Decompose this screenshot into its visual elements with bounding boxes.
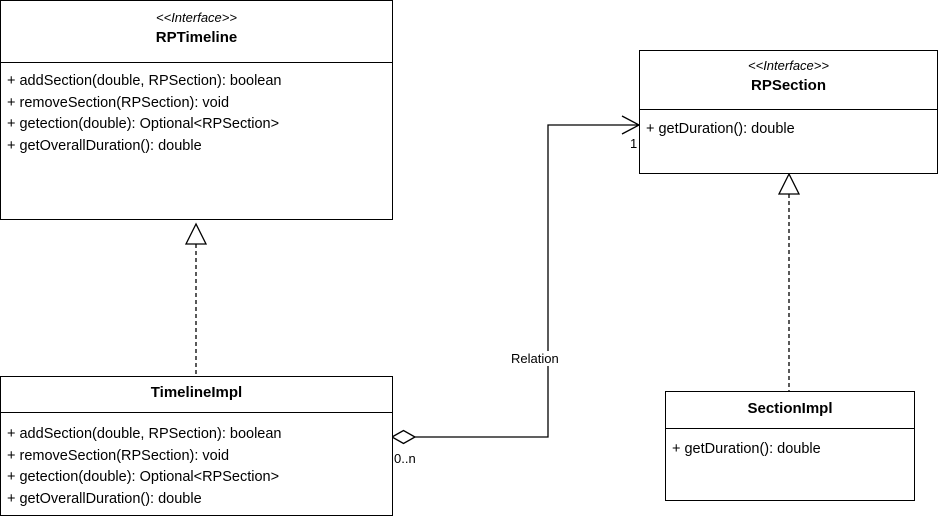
rp-timeline-method: + getOverallDuration(): double xyxy=(7,137,202,154)
timeline-impl-method: + removeSection(RPSection): void xyxy=(7,447,230,464)
rp-timeline-method: + addSection(double, RPSection): boolean xyxy=(7,73,282,89)
rp-timeline-method: + getection(double): Optional<RPSection> xyxy=(7,116,280,132)
rp-section-name: RPSection xyxy=(750,77,826,94)
timeline-impl-class: TimelineImpl + addSection(double, RPSect… xyxy=(0,376,393,516)
relation-label: Relation xyxy=(510,351,560,366)
rp-timeline-class: <<Interface>> RPTimeline + addSection(do… xyxy=(0,0,393,220)
rp-timeline-methods: + addSection(double, RPSection): boolean… xyxy=(7,71,388,157)
timeline-impl-methods: + addSection(double, RPSection): boolean… xyxy=(7,424,388,510)
timeline-impl-divider xyxy=(1,412,392,413)
section-impl-class: SectionImpl + getDuration(): double xyxy=(665,391,915,501)
rp-timeline-divider xyxy=(1,62,392,63)
section-impl-methods: + getDuration(): double xyxy=(672,439,910,461)
section-impl-method: + getDuration(): double xyxy=(672,441,821,457)
rp-section-class: <<Interface>> RPSection + getDuration():… xyxy=(639,50,938,174)
source-multiplicity: 0..n xyxy=(394,451,416,466)
rp-timeline-stereotype: <<Interface>> xyxy=(156,10,237,25)
section-impl-divider xyxy=(666,428,914,429)
rp-section-divider xyxy=(640,109,937,110)
realization-section xyxy=(777,172,801,391)
target-multiplicity: 1 xyxy=(630,136,638,151)
timeline-impl-method: + getOverallDuration(): double xyxy=(7,490,202,507)
aggregation-relation xyxy=(390,115,641,445)
rp-timeline-name: RPTimeline xyxy=(155,29,238,46)
timeline-impl-method: + addSection(double, RPSection): boolean xyxy=(7,426,282,442)
timeline-impl-name: TimelineImpl xyxy=(150,384,243,401)
timeline-impl-method: + getection(double): Optional<RPSection> xyxy=(7,469,280,485)
section-impl-name: SectionImpl xyxy=(747,400,833,417)
rp-section-methods: + getDuration(): double xyxy=(646,119,933,141)
rp-section-stereotype: <<Interface>> xyxy=(748,58,829,73)
rp-section-method: + getDuration(): double xyxy=(646,121,795,137)
realization-timeline xyxy=(184,222,208,376)
rp-timeline-method: + removeSection(RPSection): void xyxy=(7,94,230,111)
